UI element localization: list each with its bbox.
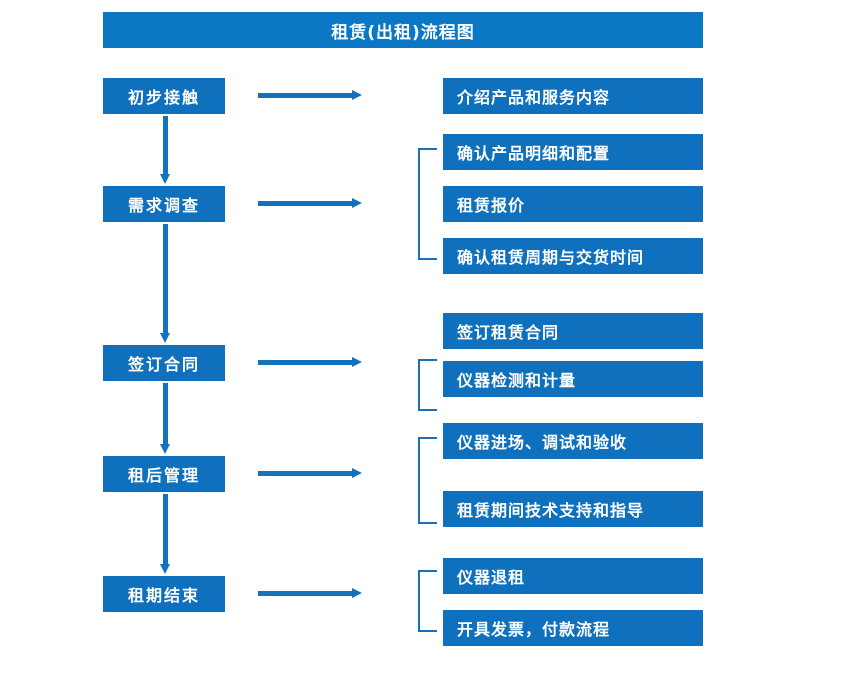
arrow-head-right-icon [352, 357, 362, 367]
task-box-仪器进场调试和验收[interactable]: 仪器进场、调试和验收 [443, 423, 703, 459]
vertical-arrow-2 [160, 224, 171, 343]
stage-box-签订合同[interactable]: 签订合同 [103, 345, 225, 381]
vertical-arrow-4 [160, 494, 171, 574]
task-box-确认产品明细和配置[interactable]: 确认产品明细和配置 [443, 134, 703, 170]
chart-title: 租赁(出租)流程图 [103, 12, 703, 48]
arrow-head-down-icon [160, 333, 170, 343]
stage-box-初步接触[interactable]: 初步接触 [103, 78, 225, 114]
task-box-确认租赁周期与交货时间[interactable]: 确认租赁周期与交货时间 [443, 238, 703, 274]
horizontal-arrow-3 [258, 357, 362, 368]
horizontal-arrow-5 [258, 588, 362, 599]
group-bracket-4 [418, 437, 437, 524]
arrow-head-right-icon [352, 90, 362, 100]
arrow-shaft [163, 383, 168, 444]
arrow-shaft [163, 224, 168, 333]
task-box-开具发票付款流程[interactable]: 开具发票，付款流程 [443, 610, 703, 646]
arrow-head-right-icon [352, 198, 362, 208]
stage-box-需求调查[interactable]: 需求调查 [103, 186, 225, 222]
stage-box-租期结束[interactable]: 租期结束 [103, 576, 225, 612]
vertical-arrow-3 [160, 383, 171, 454]
task-box-租赁报价[interactable]: 租赁报价 [443, 186, 703, 222]
arrow-shaft [163, 116, 168, 174]
arrow-shaft [258, 591, 352, 596]
task-box-介绍产品和服务内容[interactable]: 介绍产品和服务内容 [443, 78, 703, 114]
arrow-shaft [258, 360, 352, 365]
group-bracket-3 [418, 359, 437, 411]
arrow-shaft [258, 93, 352, 98]
arrow-head-down-icon [160, 564, 170, 574]
horizontal-arrow-4 [258, 468, 362, 479]
group-bracket-2 [418, 148, 437, 260]
vertical-arrow-1 [160, 116, 171, 184]
arrow-shaft [258, 471, 352, 476]
task-box-签订租赁合同[interactable]: 签订租赁合同 [443, 313, 703, 349]
task-box-仪器检测和计量[interactable]: 仪器检测和计量 [443, 361, 703, 397]
arrow-head-right-icon [352, 468, 362, 478]
task-box-租赁期间技术支持和指导[interactable]: 租赁期间技术支持和指导 [443, 491, 703, 527]
horizontal-arrow-2 [258, 198, 362, 209]
arrow-head-right-icon [352, 588, 362, 598]
task-box-仪器退租[interactable]: 仪器退租 [443, 558, 703, 594]
stage-box-租后管理[interactable]: 租后管理 [103, 456, 225, 492]
horizontal-arrow-1 [258, 90, 362, 101]
arrow-head-down-icon [160, 174, 170, 184]
arrow-shaft [258, 201, 352, 206]
arrow-shaft [163, 494, 168, 564]
group-bracket-5 [418, 570, 437, 632]
arrow-head-down-icon [160, 444, 170, 454]
